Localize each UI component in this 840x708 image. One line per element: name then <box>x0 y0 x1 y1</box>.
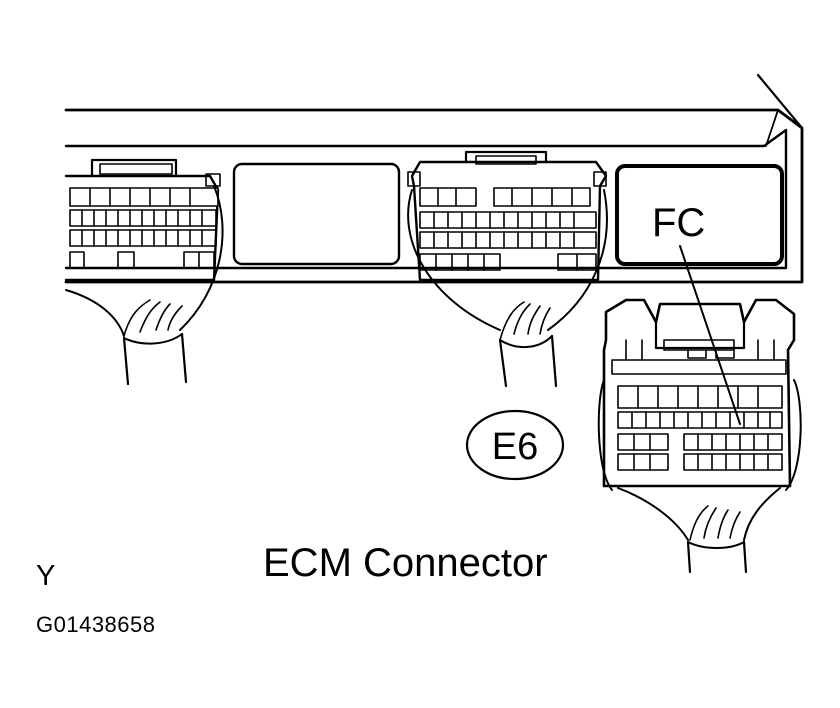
ecm-housing <box>64 73 804 284</box>
diagram-caption: ECM Connector <box>263 541 548 585</box>
e6-label: E6 <box>492 426 538 468</box>
fc-label: FC <box>652 201 705 245</box>
corner-letter: Y <box>36 560 56 592</box>
fc-leader-line <box>679 245 741 425</box>
e6-connector <box>597 298 802 574</box>
left-connector <box>64 158 224 386</box>
center-connector <box>407 150 608 388</box>
figure-code: G01438658 <box>36 612 156 637</box>
blank-panel <box>232 162 401 266</box>
fc-panel <box>615 164 784 266</box>
e6-oval <box>465 409 565 481</box>
